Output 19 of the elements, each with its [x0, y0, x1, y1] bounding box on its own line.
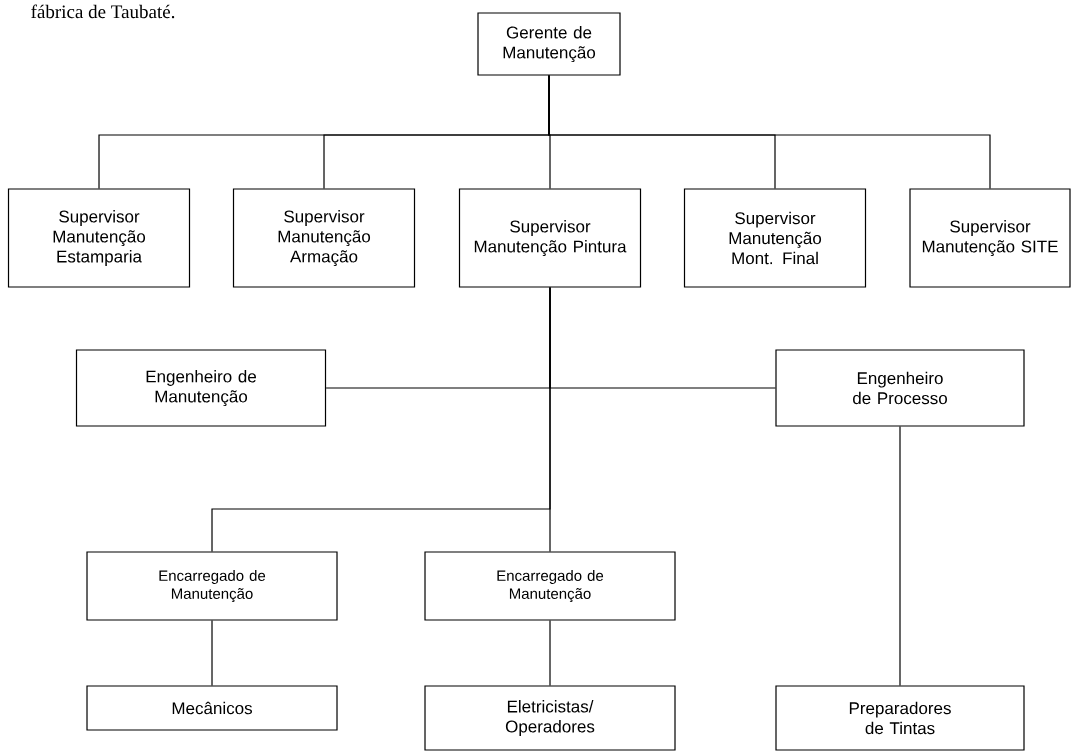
connector-line [211, 620, 213, 686]
org-box: Engenheiro de Manutenção [75, 349, 327, 427]
org-box: Eletricistas/ Operadores [424, 685, 676, 751]
connector-line [549, 287, 551, 552]
org-box: Supervisor Manutenção Armação [232, 188, 416, 288]
connector-line [548, 75, 991, 189]
org-box: Gerente de Manutenção [477, 12, 621, 76]
org-box: Encarregado de Manutenção [424, 551, 676, 621]
org-box: Preparadores de Tintas [775, 685, 1025, 751]
org-box: Encarregado de Manutenção [86, 551, 338, 621]
caption-text: fábrica de Taubaté. [31, 4, 175, 19]
org-box: Supervisor Manutenção Pintura [458, 188, 642, 288]
connector-line [899, 426, 901, 686]
org-box: Mecânicos [86, 685, 338, 731]
org-box: Supervisor Manutenção SITE [909, 188, 1071, 288]
org-box: Engenheiro de Processo [775, 349, 1025, 427]
org-box: Supervisor Manutenção Mont. Final [683, 188, 867, 288]
connector-line [549, 620, 551, 686]
org-box: Supervisor Manutenção Estamparia [7, 188, 191, 288]
